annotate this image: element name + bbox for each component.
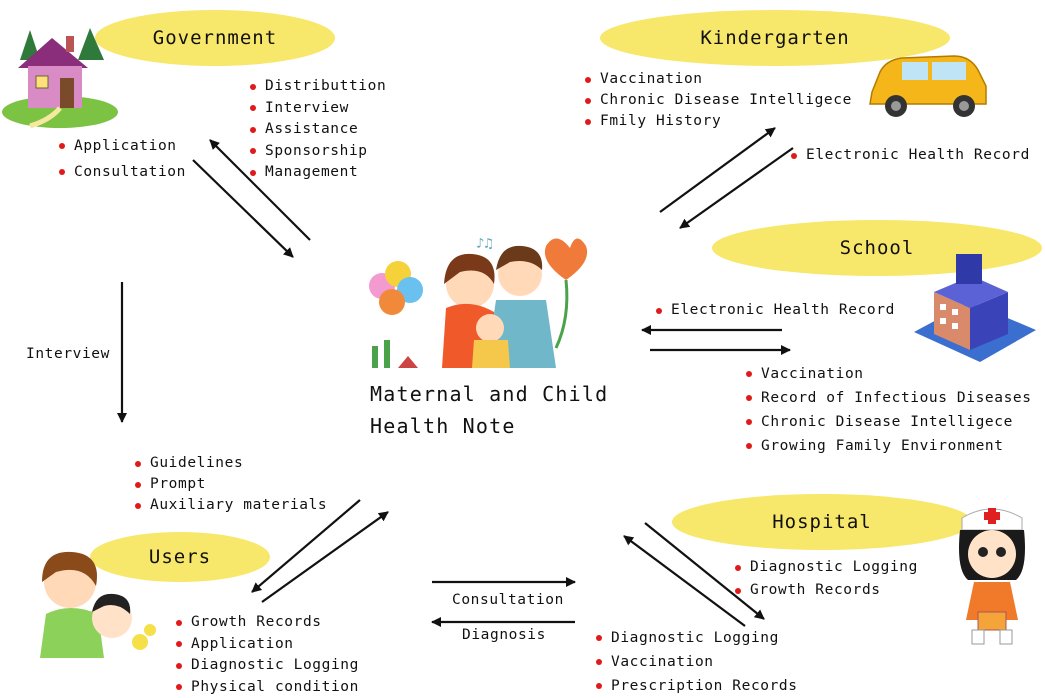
government-bubble: Government — [95, 10, 335, 66]
arrow-users-to-center — [262, 512, 388, 602]
school-building-icon — [910, 252, 1040, 372]
list-item: Electronic Health Record — [655, 300, 895, 321]
list-item: Diagnostic Logging — [595, 626, 798, 650]
list-item: Growth Records — [734, 579, 918, 602]
consultation-label: Consultation — [452, 592, 564, 608]
list-item: Distributtion — [249, 76, 386, 98]
house-icon — [0, 20, 120, 130]
users-title: Users — [149, 546, 211, 568]
list-item: Prescription Records — [595, 674, 798, 698]
list-item: Application — [58, 133, 186, 159]
list-item: Sponsorship — [249, 141, 386, 163]
center-title: Maternal and Child Health Note — [370, 378, 608, 442]
svg-text:♪♫: ♪♫ — [476, 236, 493, 252]
hospital-list: Diagnostic Logging Growth Records — [734, 556, 918, 602]
diagnosis-label: Diagnosis — [462, 627, 546, 643]
list-item: Chronic Disease Intelligece — [745, 410, 1032, 434]
list-item: Assistance — [249, 119, 386, 141]
government-right-list: Distributtion Interview Assistance Spons… — [249, 76, 386, 184]
kindergarten-record-list: Electronic Health Record — [790, 145, 1030, 166]
list-item: Fmily History — [584, 111, 852, 132]
list-item: Consultation — [58, 159, 186, 185]
hospital-bubble: Hospital — [672, 494, 972, 550]
list-item: Electronic Health Record — [790, 145, 1030, 166]
list-item: Vaccination — [595, 650, 798, 674]
list-item: Guidelines — [134, 453, 327, 474]
kindergarten-title: Kindergarten — [700, 27, 849, 49]
interview-label: Interview — [26, 346, 110, 362]
nurse-icon — [952, 500, 1032, 650]
list-item: Interview — [249, 98, 386, 120]
government-left-list: Application Consultation — [58, 133, 186, 185]
list-item: Diagnostic Logging — [175, 655, 359, 677]
hospital-title: Hospital — [772, 511, 872, 533]
center-title-line2: Health Note — [370, 410, 608, 442]
list-item: Growth Records — [175, 612, 359, 634]
list-item: Record of Infectious Diseases — [745, 386, 1032, 410]
list-item: Prompt — [134, 474, 327, 495]
family-illustration: ♪♫ — [360, 228, 610, 378]
list-item: Vaccination — [745, 362, 1032, 386]
users-list: Growth Records Application Diagnostic Lo… — [175, 612, 359, 698]
list-item: Diagnostic Logging — [734, 556, 918, 579]
hospital-bottom-list: Diagnostic Logging Vaccination Prescript… — [595, 626, 798, 698]
arrow-kindergarten-to-center — [680, 148, 793, 228]
government-title: Government — [153, 27, 277, 49]
school-record-list: Electronic Health Record — [655, 300, 895, 321]
school-title: School — [840, 237, 915, 259]
mother-child-icon — [18, 542, 158, 662]
list-item: Vaccination — [584, 69, 852, 90]
list-item: Chronic Disease Intelligece — [584, 90, 852, 111]
center-title-line1: Maternal and Child — [370, 378, 608, 410]
school-list: Vaccination Record of Infectious Disease… — [745, 362, 1032, 458]
car-icon — [862, 42, 992, 120]
arrow-center-to-kindergarten — [660, 128, 775, 212]
kindergarten-list: Vaccination Chronic Disease Intelligece … — [584, 69, 852, 132]
guide-list: Guidelines Prompt Auxiliary materials — [134, 453, 327, 516]
list-item: Growing Family Environment — [745, 434, 1032, 458]
list-item: Management — [249, 162, 386, 184]
list-item: Auxiliary materials — [134, 495, 327, 516]
arrow-hospital-to-center — [624, 536, 745, 626]
list-item: Application — [175, 634, 359, 656]
